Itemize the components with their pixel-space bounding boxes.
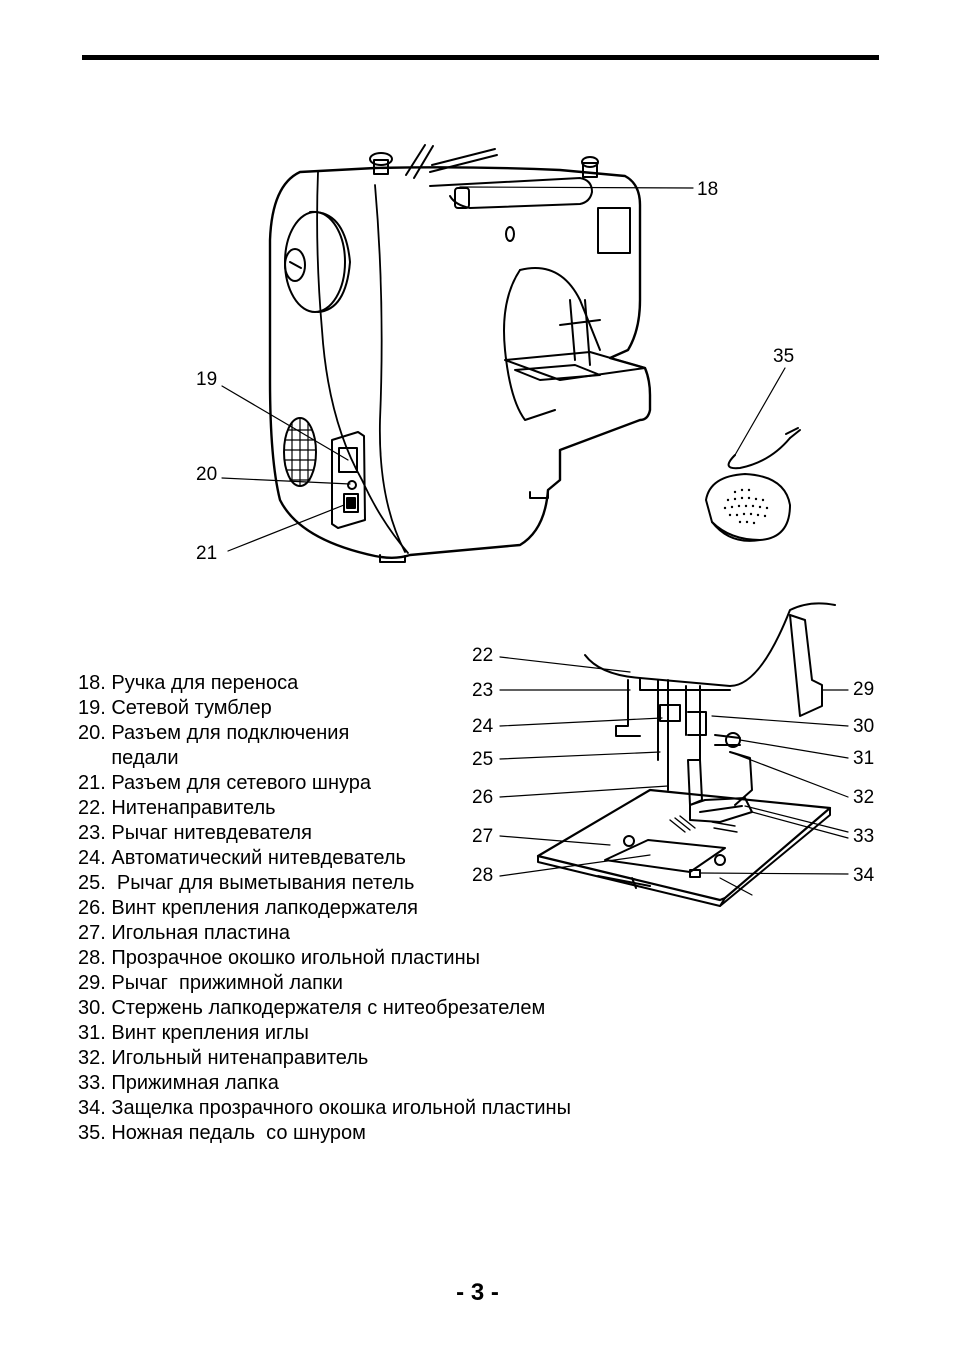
legend-item: 23. Рычаг нитевдевателя bbox=[78, 822, 312, 844]
callout-30: 30 bbox=[853, 716, 875, 737]
legend-item: 30. Стержень лапкодержателя с нитеобреза… bbox=[78, 997, 546, 1019]
arm-opening bbox=[503, 269, 556, 421]
page-number: - 3 - bbox=[456, 1279, 499, 1306]
parts-legend: 18. Ручка для переноса 19. Сетевой тумбл… bbox=[78, 671, 571, 1146]
speaker-grille bbox=[283, 417, 317, 487]
callout-21: 21 bbox=[196, 543, 218, 564]
legend-item: 27. Игольная пластина bbox=[78, 922, 291, 944]
handwheel bbox=[284, 210, 351, 313]
legend-item: 29. Рычаг прижимной лапки bbox=[78, 972, 343, 994]
callout-28: 28 bbox=[472, 865, 494, 886]
top-rule bbox=[82, 55, 879, 60]
legend-item: 34. Защелка прозрачного окошка игольной … bbox=[78, 1097, 571, 1119]
legend-item: 18. Ручка для переноса bbox=[78, 672, 299, 694]
legend-item: 28. Прозрачное окошко игольной пластины bbox=[78, 947, 480, 969]
power-switch-panel bbox=[331, 431, 366, 529]
callout-33: 33 bbox=[853, 826, 875, 847]
machine-body bbox=[268, 166, 652, 559]
legend-item: 25. Рычаг для выметывания петель bbox=[78, 872, 415, 894]
foot-pedal bbox=[705, 427, 801, 542]
callout-18: 18 bbox=[697, 179, 719, 200]
callout-29: 29 bbox=[853, 679, 875, 700]
callout-19: 19 bbox=[196, 369, 218, 390]
legend-item: 32. Игольный нитенаправитель bbox=[78, 1047, 369, 1069]
callout-35: 35 bbox=[773, 346, 795, 367]
spool-pins bbox=[369, 144, 599, 179]
callout-26: 26 bbox=[472, 787, 494, 808]
leader-lines-top bbox=[221, 186, 786, 552]
legend-item: 26. Винт крепления лапкодержателя bbox=[78, 897, 419, 919]
legend-item: педали bbox=[78, 747, 179, 769]
legend-item: 24. Автоматический нитевдеватель bbox=[78, 847, 406, 869]
transparent-window bbox=[604, 839, 726, 873]
callout-24: 24 bbox=[472, 716, 494, 737]
legend-item: 35. Ножная педаль со шнуром bbox=[78, 1122, 366, 1144]
callout-27: 27 bbox=[472, 826, 494, 847]
callout-25: 25 bbox=[472, 749, 494, 770]
callout-20: 20 bbox=[196, 464, 218, 485]
legend-item: 21. Разъем для сетевого шнура bbox=[78, 772, 372, 794]
callout-31: 31 bbox=[853, 748, 875, 769]
legend-item: 19. Сетевой тумблер bbox=[78, 697, 272, 719]
carrying-handle bbox=[429, 177, 593, 209]
leader-lines-detail bbox=[499, 656, 849, 896]
callout-32: 32 bbox=[853, 787, 875, 808]
legend-item: 22. Нитенаправитель bbox=[78, 797, 276, 819]
callout-23: 23 bbox=[472, 680, 494, 701]
callout-22: 22 bbox=[472, 645, 494, 666]
legend-item: 33. Прижимная лапка bbox=[78, 1072, 279, 1094]
callout-34: 34 bbox=[853, 865, 875, 886]
legend-item: 31. Винт крепления иглы bbox=[78, 1022, 309, 1044]
legend-item: 20. Разъем для подключения bbox=[78, 722, 350, 744]
